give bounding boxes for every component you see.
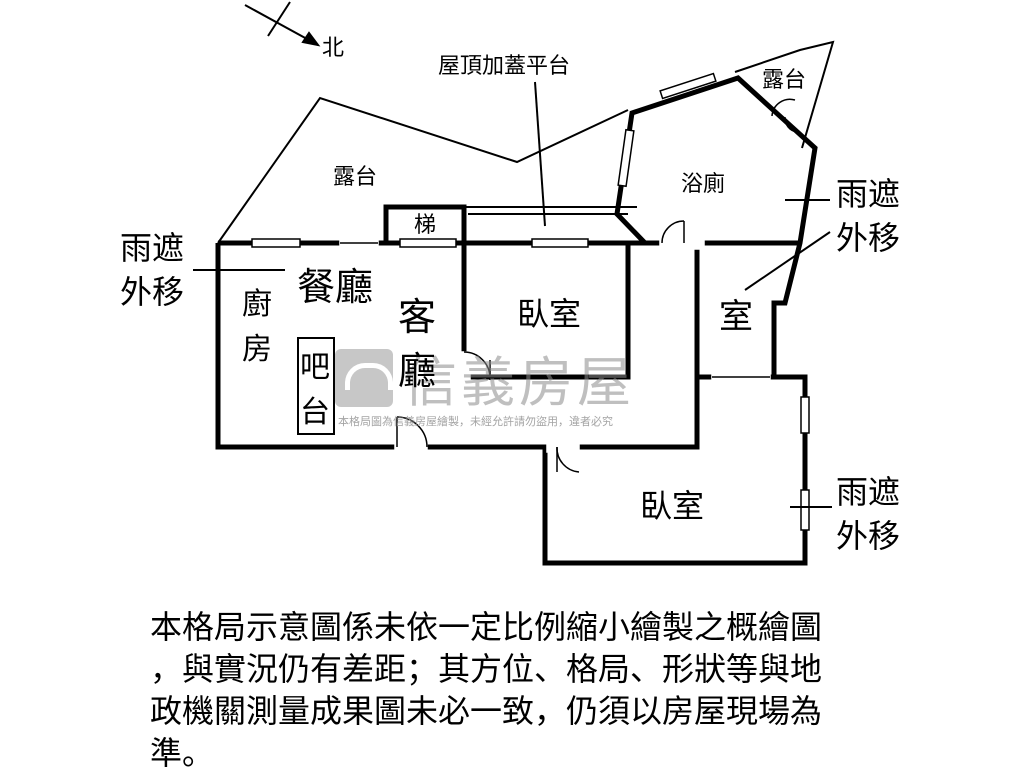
- awning-right-top-label-2: 外移: [836, 219, 901, 257]
- bar-label-1: 吧: [300, 350, 330, 385]
- awning-left-label-2: 外移: [120, 273, 185, 311]
- windows: [251, 72, 810, 531]
- living-label-2: 廳: [398, 349, 437, 393]
- kitchen-label-2: 房: [242, 332, 272, 367]
- rooftop-label: 屋頂加蓋平台: [438, 54, 571, 79]
- bedroom-upper-label: 臥室: [517, 295, 582, 333]
- dining-label: 餐廳: [297, 265, 374, 309]
- awning-leaders: [193, 199, 832, 508]
- floor-plan: [193, 1, 835, 566]
- terrace-left-label: 露台: [333, 165, 378, 190]
- awning-right-bottom-label-2: 外移: [836, 517, 901, 555]
- brand-logo-icon: [335, 348, 393, 407]
- bedroom-lower-label: 臥室: [640, 487, 705, 525]
- living-label-1: 客: [398, 295, 437, 339]
- kitchen-label-1: 廚: [242, 287, 272, 322]
- terrace-right-label: 露台: [762, 68, 807, 93]
- awning-right-top-label-1: 雨遮: [836, 175, 901, 213]
- north-arrow-icon: [244, 1, 321, 47]
- watermark-brand: 信義房屋: [403, 351, 635, 414]
- rooftop-leader: [534, 81, 546, 227]
- doors: [339, 98, 798, 473]
- compass-label: 北: [322, 36, 345, 61]
- disclaimer-line-4: 準。: [150, 734, 215, 772]
- watermark: 信義房屋: [335, 338, 635, 417]
- disclaimer-line-2: ，與實況仍有差距；其方位、格局、形狀等與地: [150, 650, 823, 688]
- stairs-label: 梯: [414, 213, 437, 238]
- bar-label-2: 台: [300, 395, 330, 430]
- disclaimer-line-3: 政機關測量成果圖未必一致，仍須以房屋現場為: [150, 692, 823, 730]
- disclaimer-line-1: 本格局示意圖係未依一定比例縮小繪製之概繪圖: [150, 608, 823, 646]
- disclaimer: 本格局示意圖係未依一定比例縮小繪製之概繪圖 ，與實況仍有差距；其方位、格局、形狀…: [150, 606, 910, 774]
- bathroom-label: 浴廁: [681, 172, 726, 197]
- room-right-label: 室: [719, 297, 753, 337]
- bar-counter: [297, 337, 335, 435]
- awning-right-bottom-label-1: 雨遮: [836, 473, 901, 511]
- watermark-notice: 本格局圖為信義房屋繪製，未經允許請勿盜用，違者必究: [338, 415, 613, 428]
- awning-left-label-1: 雨遮: [120, 229, 185, 267]
